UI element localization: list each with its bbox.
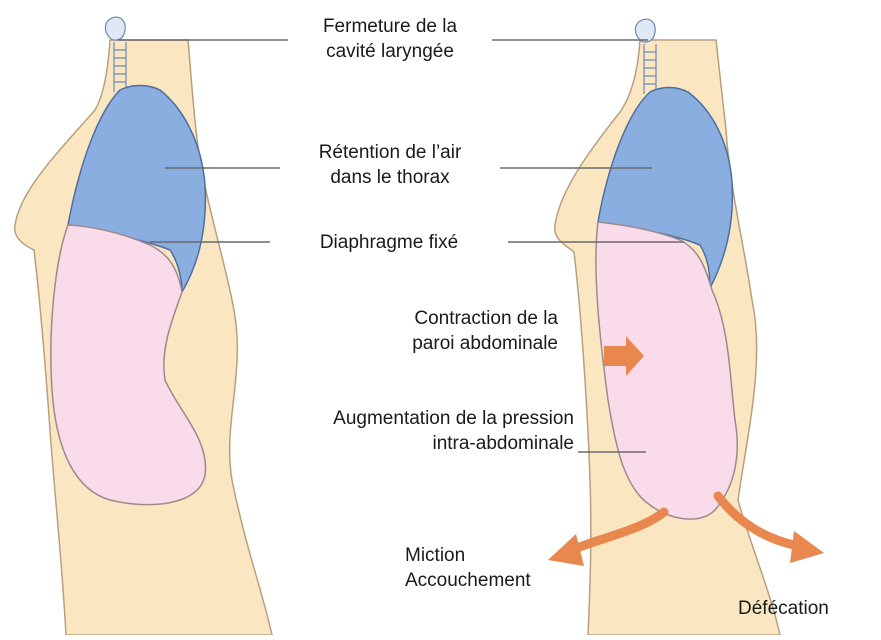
label-accouchement: Accouchement	[405, 568, 605, 593]
label-wall-contraction-line1: Contraction de la	[300, 306, 558, 331]
label-laryngeal-closure: Fermeture de la cavité laryngée	[290, 14, 490, 64]
label-air-retention-line1: Rétention de l’air	[280, 140, 500, 165]
label-pressure-increase-line1: Augmentation de la pression	[220, 406, 574, 431]
label-wall-contraction: Contraction de la paroi abdominale	[300, 306, 558, 356]
label-defecation-text: Défécation	[738, 596, 878, 621]
label-pressure-increase-line2: intra-abdominale	[220, 431, 574, 456]
label-fixed-diaphragm: Diaphragme fixé	[270, 230, 508, 255]
label-air-retention-line2: dans le thorax	[280, 165, 500, 190]
left-figure	[15, 17, 272, 635]
arrow-defecation-head	[790, 531, 824, 563]
right-larynx	[635, 19, 655, 42]
left-larynx	[105, 17, 125, 40]
label-air-retention: Rétention de l’air dans le thorax	[280, 140, 500, 190]
label-wall-contraction-line2: paroi abdominale	[300, 331, 558, 356]
label-miction-accouchement: Miction Accouchement	[405, 543, 605, 593]
label-defecation: Défécation	[738, 596, 878, 621]
label-miction: Miction	[405, 543, 605, 568]
label-laryngeal-closure-line2: cavité laryngée	[290, 39, 490, 64]
label-fixed-diaphragm-text: Diaphragme fixé	[270, 230, 508, 255]
label-pressure-increase: Augmentation de la pression intra-abdomi…	[220, 406, 574, 456]
label-laryngeal-closure-line1: Fermeture de la	[290, 14, 490, 39]
